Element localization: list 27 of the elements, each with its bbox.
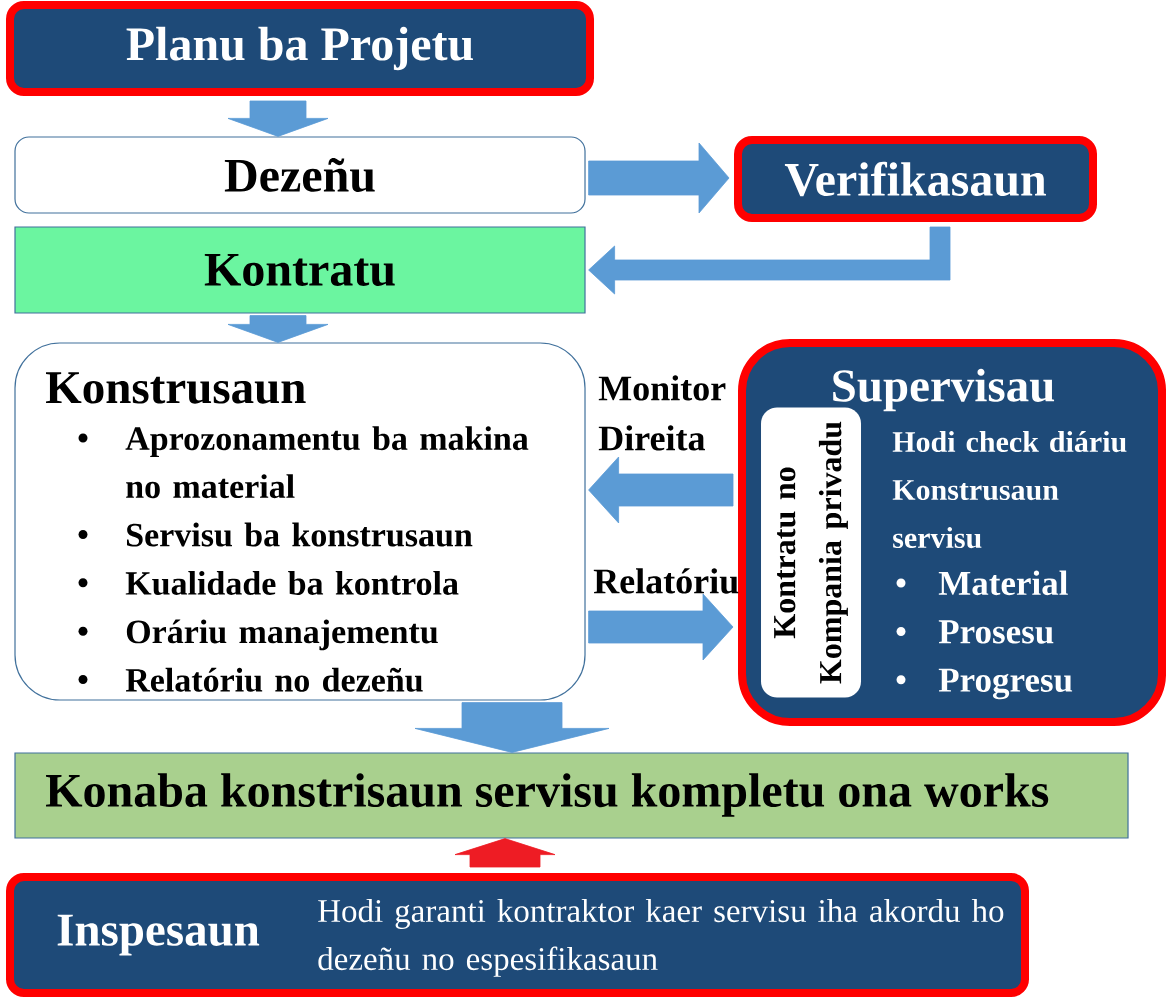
list-item: Oráriu manajementu [126, 619, 438, 651]
box-text: Hodi check diáriu Konstrusaun servisu [892, 430, 1127, 549]
list-item: Aprozonamentu ba makina no material [125, 426, 529, 499]
list-item: Relatóriu no dezeñu [125, 667, 423, 692]
box-title: Dezeñu [224, 158, 375, 192]
list-item: Prosesu [938, 620, 1054, 644]
block-arrow [227, 100, 329, 137]
box-text: Hodi garanti kontraktor kaer servisu iha akordu ho dezeñu no espesifikasaun [318, 898, 1004, 977]
block-arrow [227, 315, 329, 343]
box-heading: Konstrusaun [46, 372, 306, 404]
list-item: Progresu [938, 668, 1073, 700]
block-arrow [588, 593, 734, 661]
list-item: Servisu ba konstrusaun [127, 522, 473, 547]
box-heading: Inspesaun [57, 914, 260, 956]
edge-label: Monitor Direita [598, 375, 726, 451]
label-box: Kontratu no Kompania privadu [761, 407, 861, 698]
block-arrow [454, 838, 556, 868]
list-item: Kualidade ba kontrola [125, 571, 459, 595]
block-arrow [588, 142, 730, 214]
box-title: Verifikasaun [784, 161, 1046, 197]
box-title: Planu ba Projetu [126, 26, 473, 71]
block-arrow [414, 702, 610, 753]
box-title: Konaba konstrisaun servisu kompletu ona works [46, 773, 1049, 817]
box-title: Kontratu [204, 254, 395, 286]
list-item: Material [938, 570, 1068, 596]
block-arrow [588, 456, 734, 524]
bent-arrow [588, 226, 951, 295]
